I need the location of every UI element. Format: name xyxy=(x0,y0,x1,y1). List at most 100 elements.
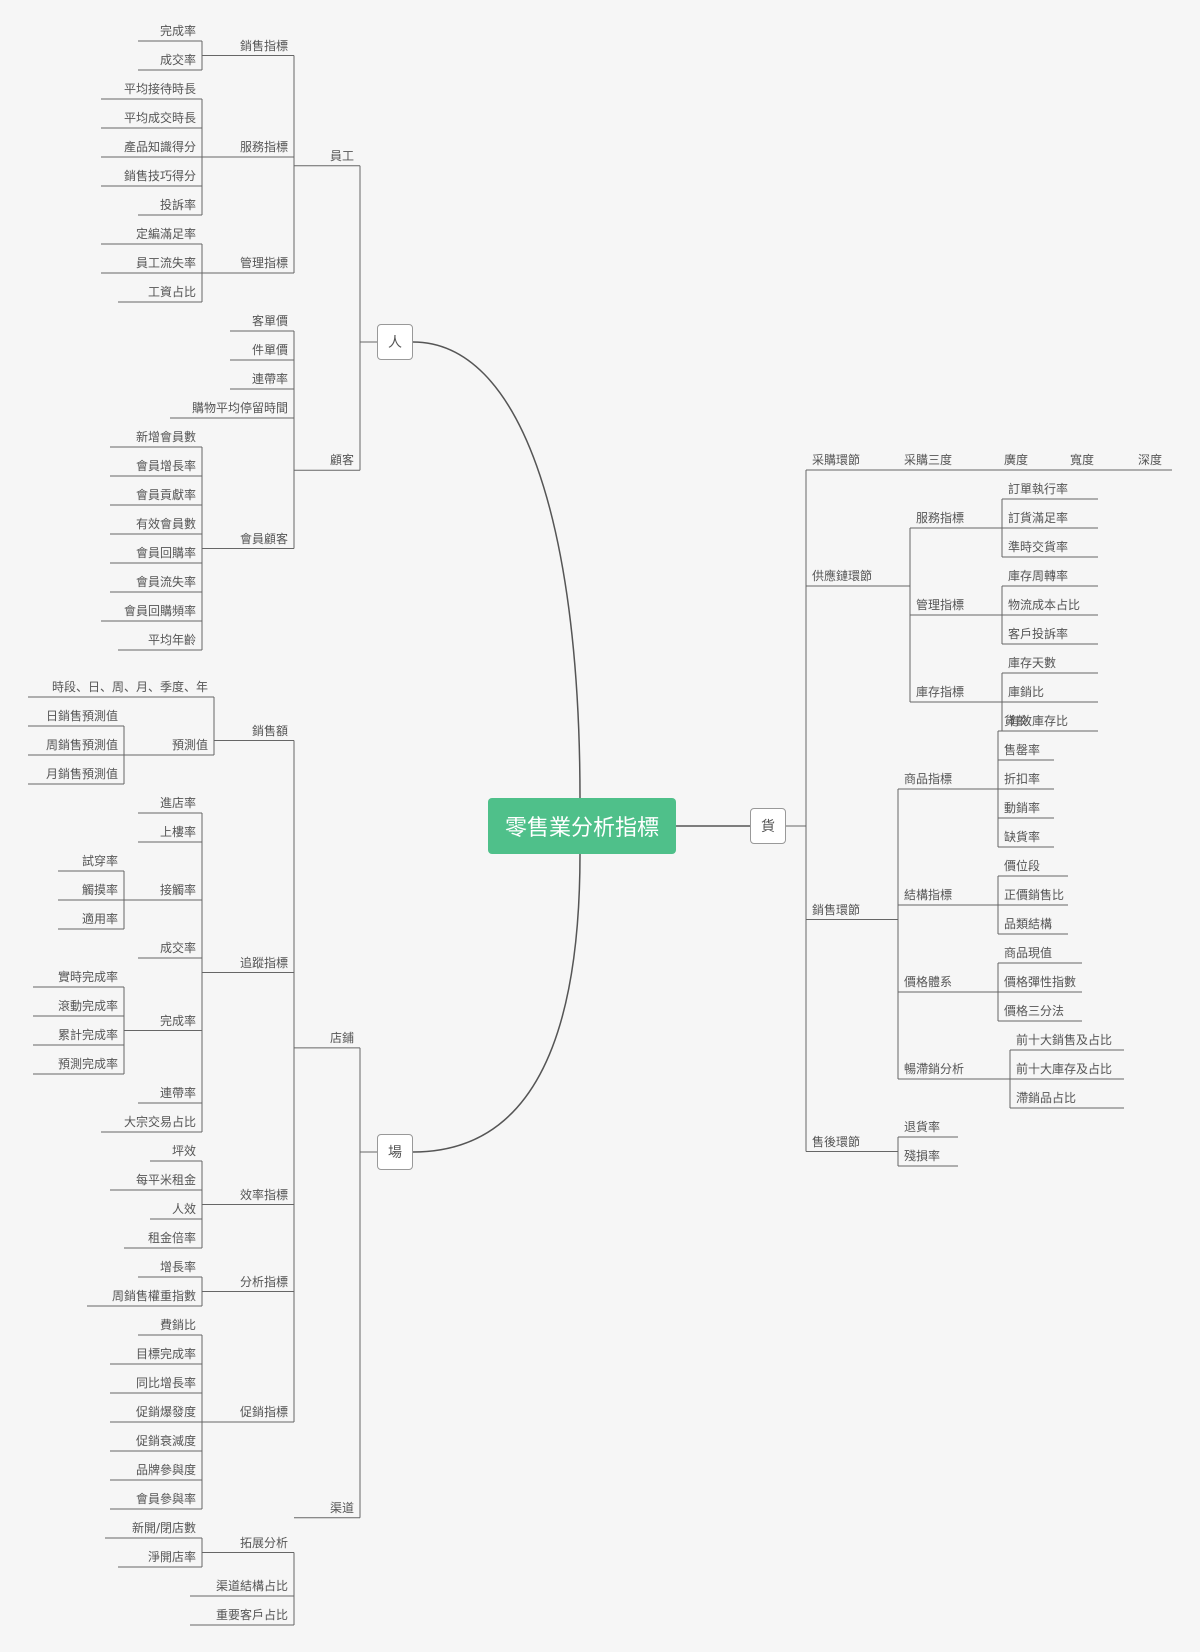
group-structure: 結構指標 xyxy=(904,888,953,902)
member-metric: 有效會員數 xyxy=(135,517,196,531)
promotion-item: 品牌參與度 xyxy=(135,1463,196,1477)
contact-item: 觸摸率 xyxy=(81,883,118,897)
efficiency-item: 每平米租金 xyxy=(135,1173,196,1187)
promotion-item: 費銷比 xyxy=(159,1318,196,1332)
tracking-item: 連帶率 xyxy=(159,1086,196,1100)
member-metric: 會員回購頻率 xyxy=(123,604,196,618)
expansion-item: 新開/閉店數 xyxy=(131,1521,196,1535)
product-metric: 缺貨率 xyxy=(1004,830,1041,844)
supply-service-item: 訂單執行率 xyxy=(1008,482,1069,496)
promotion-item: 同比增長率 xyxy=(135,1376,196,1390)
product-metric: 售罄率 xyxy=(1004,743,1041,757)
metric-item: 銷售技巧得分 xyxy=(123,169,196,183)
purchase-dimension: 廣度 xyxy=(1004,453,1029,467)
forecast-item: 日銷售預測值 xyxy=(45,709,118,723)
price-metric: 商品現值 xyxy=(1004,946,1053,960)
analysis-item: 增長率 xyxy=(159,1260,196,1274)
efficiency-item: 人效 xyxy=(171,1202,196,1216)
tracking-item: 進店率 xyxy=(159,796,196,810)
forecast-item: 周銷售預測值 xyxy=(45,738,118,752)
supply-service-item: 訂貨滿足率 xyxy=(1008,511,1069,525)
promotion-item: 會員參與率 xyxy=(135,1492,196,1506)
supply-mgmt-item: 客戶投訴率 xyxy=(1008,627,1069,641)
purchase-dimension: 寬度 xyxy=(1070,453,1095,467)
branch-store: 店鋪 xyxy=(329,1030,354,1045)
promotion-item: 目標完成率 xyxy=(135,1347,196,1361)
contact-item: 試穿率 xyxy=(81,854,118,868)
group-supply-inventory: 庫存指標 xyxy=(916,685,965,699)
customer-metric: 客單價 xyxy=(251,314,288,328)
completion-item: 累計完成率 xyxy=(57,1028,118,1042)
supply-service-item: 準時交貨率 xyxy=(1008,540,1069,554)
member-metric: 新增會員數 xyxy=(135,430,196,444)
node-goods[interactable]: 貨 xyxy=(750,808,786,844)
node-people[interactable]: 人 xyxy=(377,324,413,360)
supply-inventory-item: 庫存天數 xyxy=(1008,656,1057,670)
group-expansion: 拓展分析 xyxy=(239,1535,288,1550)
completion-item: 預測完成率 xyxy=(57,1057,118,1071)
metric-item: 投訴率 xyxy=(159,198,196,212)
group-mgmt-metrics: 管理指標 xyxy=(239,256,288,270)
metric-item: 完成率 xyxy=(159,24,196,38)
group-sales-amount: 銷售額 xyxy=(251,723,288,738)
supply-inventory-item: 有效庫存比 xyxy=(1008,714,1069,728)
member-metric: 會員回購率 xyxy=(135,546,196,560)
tracking-item: 大宗交易占比 xyxy=(123,1115,196,1129)
period-label: 時段、日、周、月、季度、年 xyxy=(51,680,208,694)
slow-moving-metric: 前十大庫存及占比 xyxy=(1016,1062,1113,1076)
channel-item: 重要客戶占比 xyxy=(215,1608,288,1622)
root-node[interactable]: 零售業分析指標 xyxy=(488,798,676,854)
tracking-item: 成交率 xyxy=(159,941,196,955)
slow-moving-metric: 滯銷品占比 xyxy=(1016,1091,1077,1105)
supply-mgmt-item: 庫存周轉率 xyxy=(1008,569,1069,583)
group-service-metrics: 服務指標 xyxy=(239,140,288,154)
group-efficiency: 效率指標 xyxy=(239,1187,288,1202)
price-metric: 價格三分法 xyxy=(1004,1004,1065,1018)
branch-staff: 員工 xyxy=(329,148,354,163)
purchase-three: 采購三度 xyxy=(904,453,953,467)
product-metric: 折扣率 xyxy=(1004,772,1041,786)
metric-item: 產品知識得分 xyxy=(123,140,196,154)
group-completion: 完成率 xyxy=(159,1013,196,1028)
promotion-item: 促銷衰減度 xyxy=(135,1434,196,1448)
structure-metric: 品類結構 xyxy=(1004,917,1053,931)
price-metric: 價格彈性指數 xyxy=(1004,975,1077,989)
metric-item: 定編滿足率 xyxy=(135,227,196,241)
group-supply-service: 服務指標 xyxy=(916,511,965,525)
branch-supply: 供應鏈環節 xyxy=(812,569,873,583)
branch-customers: 顧客 xyxy=(329,453,354,468)
metric-item: 成交率 xyxy=(159,53,196,67)
group-sales-metrics: 銷售指標 xyxy=(239,38,288,53)
channel-item: 渠道結構占比 xyxy=(215,1579,288,1593)
branch-channel: 渠道 xyxy=(329,1500,354,1515)
promotion-item: 促銷爆發度 xyxy=(135,1405,196,1419)
group-analysis: 分析指標 xyxy=(239,1274,288,1289)
forecast-item: 月銷售預測值 xyxy=(45,767,118,781)
member-metric: 會員流失率 xyxy=(135,575,196,589)
supply-mgmt-item: 物流成本占比 xyxy=(1008,598,1081,612)
aftersale-metric: 殘損率 xyxy=(904,1149,941,1163)
slow-moving-metric: 前十大銷售及占比 xyxy=(1016,1033,1113,1047)
group-slow-moving: 暢滯銷分析 xyxy=(904,1062,965,1076)
customer-metric: 連帶率 xyxy=(251,372,288,386)
group-tracking: 追蹤指標 xyxy=(239,955,288,970)
product-metric: 貨齡 xyxy=(1004,714,1029,728)
analysis-item: 周銷售權重指數 xyxy=(111,1289,196,1303)
customer-metric: 件單價 xyxy=(251,343,288,357)
efficiency-item: 坪效 xyxy=(171,1144,196,1158)
group-product: 商品指標 xyxy=(904,772,953,786)
product-metric: 動銷率 xyxy=(1004,801,1041,815)
node-place[interactable]: 場 xyxy=(377,1134,413,1170)
group-supply-mgmt: 管理指標 xyxy=(916,598,965,612)
connector-line xyxy=(412,341,581,799)
efficiency-item: 租金倍率 xyxy=(147,1231,196,1245)
aftersale-metric: 退貨率 xyxy=(904,1120,941,1134)
member-metric: 平均年齡 xyxy=(147,633,196,647)
member-metric: 會員貢獻率 xyxy=(135,488,196,502)
structure-metric: 正價銷售比 xyxy=(1004,888,1065,902)
group-member-customers: 會員顧客 xyxy=(239,531,288,546)
metric-item: 平均成交時長 xyxy=(123,111,196,125)
metric-item: 工資占比 xyxy=(147,285,196,299)
customer-metric: 購物平均停留時間 xyxy=(191,401,288,415)
